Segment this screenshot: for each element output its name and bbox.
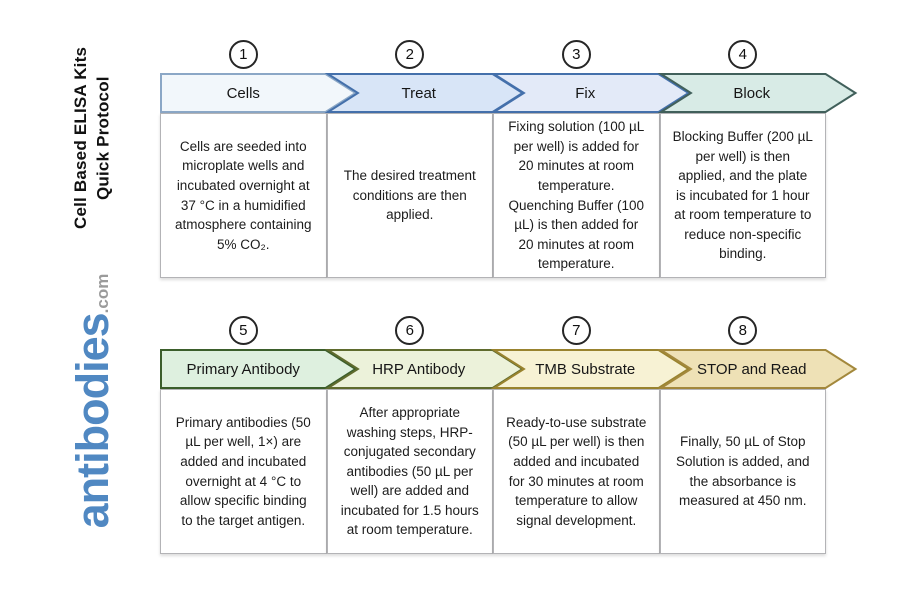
flow-row-1: 1 Cells Cells are seeded into microplate… — [160, 40, 857, 278]
step-number: 7 — [572, 322, 581, 339]
step-description: Fixing solution (100 µL per well) is add… — [493, 113, 660, 278]
flow-row-2: 5 Primary Antibody Primary antibodies (5… — [160, 316, 857, 554]
brand-name: antibodies — [66, 313, 118, 529]
step-number-badge: 5 — [228, 316, 258, 345]
step-arrow: TMB Substrate — [490, 349, 691, 389]
step-number-badge: 4 — [728, 40, 758, 69]
step-label: Primary Antibody — [186, 360, 300, 378]
step-number: 6 — [405, 322, 414, 339]
step-number: 5 — [239, 322, 248, 339]
step-block: 4 Block Blocking Buffer (200 µL per well… — [657, 40, 857, 278]
step-description: After appropriate washing steps, HRP-con… — [326, 389, 493, 554]
step-description: The desired treatment conditions are the… — [326, 113, 493, 278]
step-arrow: Cells — [160, 73, 358, 113]
step-arrow: Treat — [324, 73, 524, 113]
step-arrow: Primary Antibody — [160, 349, 358, 389]
arrow-shape-icon — [160, 349, 358, 389]
step-cells: 1 Cells Cells are seeded into microplate… — [160, 40, 358, 278]
arrow-shape-icon — [324, 349, 524, 389]
step-arrow: Fix — [490, 73, 691, 113]
arrow-shape-icon — [490, 349, 691, 389]
step-label: HRP Antibody — [372, 360, 466, 378]
step-label: Treat — [401, 84, 436, 102]
step-label: Fix — [575, 84, 596, 102]
step-primary-antibody: 5 Primary Antibody Primary antibodies (5… — [160, 316, 358, 554]
step-number-badge: 8 — [728, 316, 758, 345]
step-description: Primary antibodies (50 µL per well, 1×) … — [160, 389, 327, 554]
step-arrow: HRP Antibody — [324, 349, 524, 389]
arrow-shape-icon — [160, 73, 358, 113]
step-number-badge: 1 — [228, 40, 258, 69]
step-label: STOP and Read — [696, 360, 807, 378]
protocol-flow: 1 Cells Cells are seeded into microplate… — [160, 40, 857, 554]
step-number-badge: 7 — [561, 316, 591, 345]
step-number: 3 — [572, 46, 581, 63]
step-fix: 3 Fix Fixing solution (100 µL per well) … — [490, 40, 691, 278]
arrow-shape-icon — [657, 73, 857, 113]
step-tmb-substrate: 7 TMB Substrate Ready-to-use substrate (… — [490, 316, 691, 554]
step-number: 4 — [738, 46, 747, 63]
step-treat: 2 Treat The desired treatment conditions… — [324, 40, 524, 278]
arrow-shape-icon — [490, 73, 691, 113]
step-arrow: Block — [657, 73, 857, 113]
brand-tld: .com — [92, 273, 112, 314]
step-number-badge: 3 — [561, 40, 591, 69]
step-number: 2 — [405, 46, 414, 63]
step-description: Cells are seeded into microplate wells a… — [160, 113, 327, 278]
arrow-shape-icon — [324, 73, 524, 113]
step-arrow: STOP and Read — [657, 349, 857, 389]
step-label: Block — [733, 84, 771, 102]
brand-logo: antibodies.com — [20, 245, 165, 557]
step-label: TMB Substrate — [535, 360, 636, 378]
brand-logo-text: antibodies.com — [67, 274, 119, 529]
step-number: 8 — [738, 322, 747, 339]
step-label: Cells — [226, 84, 260, 102]
step-stop-and-read: 8 STOP and Read Finally, 50 µL of Stop S… — [657, 316, 857, 554]
step-hrp-antibody: 6 HRP Antibody After appropriate washing… — [324, 316, 524, 554]
step-description: Blocking Buffer (200 µL per well) is the… — [659, 113, 826, 278]
step-description: Finally, 50 µL of Stop Solution is added… — [659, 389, 826, 554]
arrow-shape-icon — [657, 349, 857, 389]
step-number-badge: 6 — [395, 316, 425, 345]
poster-title: Cell Based ELISA Kits Quick Protocol — [71, 46, 113, 230]
step-number-badge: 2 — [395, 40, 425, 69]
step-description: Ready-to-use substrate (50 µL per well) … — [493, 389, 660, 554]
step-number: 1 — [239, 46, 248, 63]
